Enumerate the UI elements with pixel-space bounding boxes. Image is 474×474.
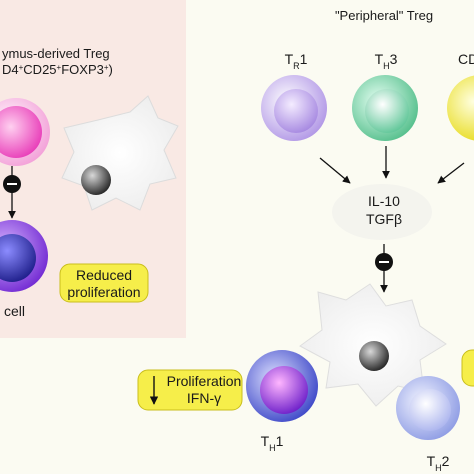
tr1-label: TR1 — [285, 51, 308, 71]
dendritic-cell-nucleus — [359, 341, 389, 371]
th3-label: TH3 — [375, 51, 398, 71]
thymus-treg-cell — [0, 98, 50, 166]
thymus-target-label: cell — [4, 303, 25, 319]
cd-cell-label: CD — [458, 51, 474, 67]
th1-label: TH1 — [261, 433, 284, 453]
cytokine-il10: IL-10 — [368, 193, 400, 209]
arrow-cd-to-cytokines — [437, 162, 465, 184]
dendritic-cell-nucleus — [81, 165, 111, 195]
th2-label: TH2 — [427, 453, 450, 473]
reduced-proliferation-callout — [59, 263, 149, 303]
proliferation-line1: Proliferation — [167, 373, 242, 389]
thymus-panel-phenotype: D4+CD25+FOXP3+) — [2, 62, 113, 77]
th3-cell — [352, 75, 418, 141]
reduced-proliferation-line2: proliferation — [67, 284, 140, 300]
proliferation-callout — [137, 369, 243, 411]
thymus-target-cell — [0, 220, 48, 292]
th2-cell — [396, 376, 460, 440]
arrow-tr1-to-cytokines — [319, 157, 351, 184]
thymus-panel-title: ymus-derived Treg — [2, 46, 110, 61]
cytokine-cloud — [332, 184, 432, 240]
proliferation-line2: IFN-γ — [187, 390, 221, 406]
offscreen-callout — [461, 349, 474, 387]
reduced-proliferation-line1: Reduced — [76, 267, 132, 283]
tr1-cell — [261, 75, 327, 141]
peripheral-panel-title: "Peripheral" Treg — [335, 8, 433, 23]
cytokine-tgfb: TGFβ — [366, 211, 402, 227]
cd-cell — [447, 75, 474, 141]
th1-cell — [246, 350, 318, 422]
